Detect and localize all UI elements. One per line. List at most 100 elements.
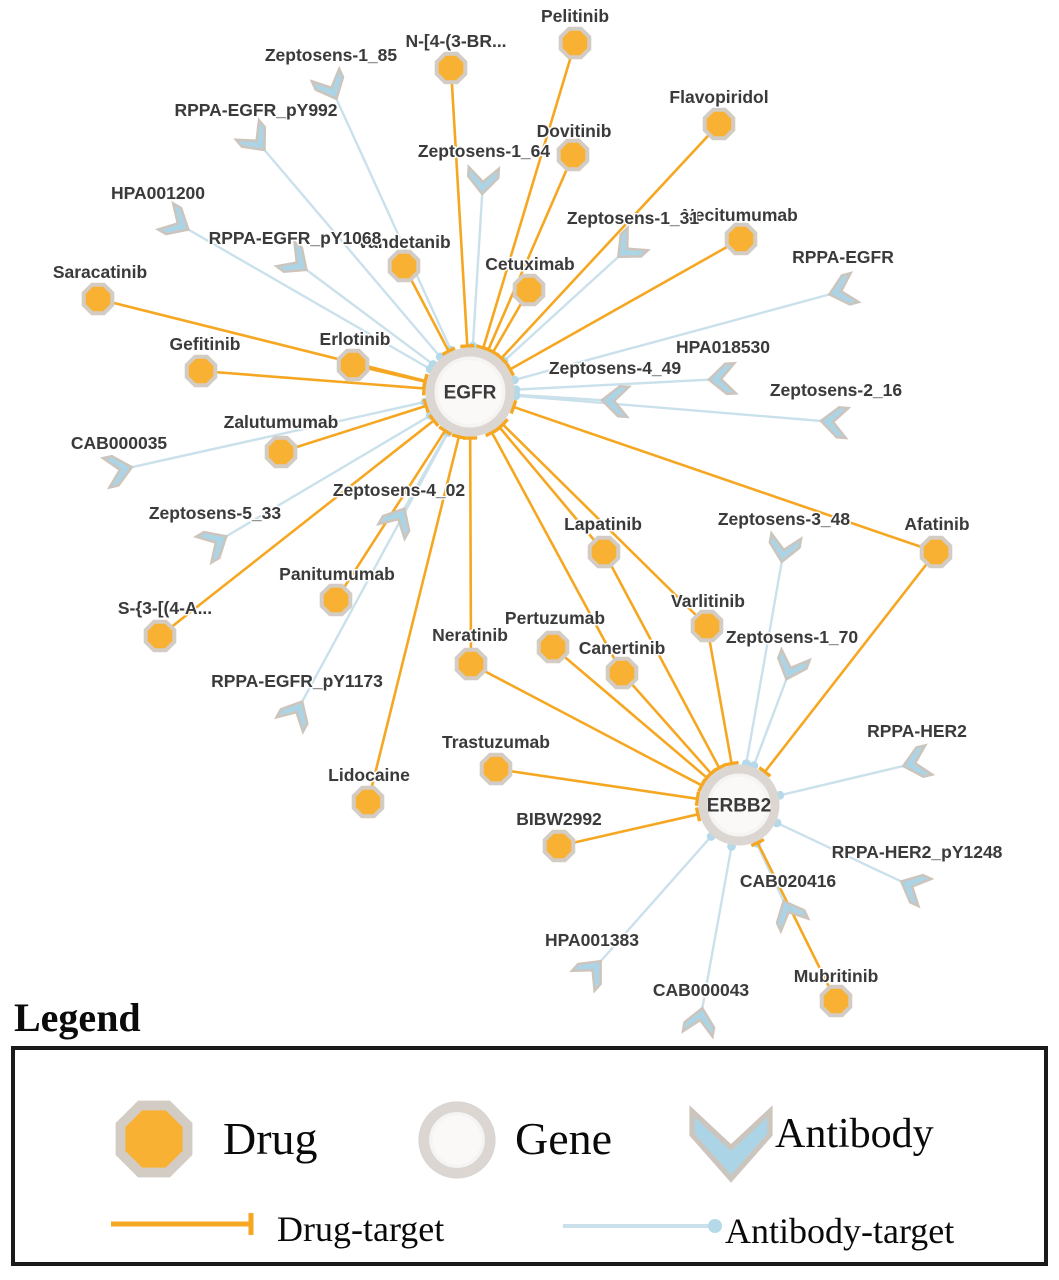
drug-octagon-icon: [336, 348, 370, 382]
drug-node[interactable]: [143, 619, 177, 653]
drug-target-edge: [280, 404, 427, 454]
drug-node[interactable]: [336, 348, 370, 382]
drug-node[interactable]: [605, 656, 639, 690]
antibody-chevron-icon: [768, 530, 803, 564]
antibody-target-edge: [514, 289, 843, 382]
drug-octagon-icon: [819, 984, 853, 1018]
drug-label: BIBW2992: [516, 809, 602, 829]
antibody-chevron-icon: [155, 200, 190, 236]
drug-node[interactable]: [81, 282, 115, 316]
antibody-target-edge: [745, 548, 786, 764]
antibody-label: CAB000043: [653, 980, 750, 1000]
nodes-layer: EGFR ERBB2: [81, 26, 953, 1040]
drug-node[interactable]: [351, 785, 385, 819]
drug-node[interactable]: [558, 26, 592, 60]
antibody-node[interactable]: [273, 239, 316, 282]
antibody-node[interactable]: [155, 200, 196, 243]
drug-node[interactable]: [702, 107, 736, 141]
antibody-node[interactable]: [900, 743, 936, 780]
drug-octagon-icon: [454, 647, 488, 681]
antibody-chevron-icon: [819, 406, 852, 440]
drug-node[interactable]: [319, 583, 353, 617]
antibody-chevron-icon: [681, 1006, 716, 1040]
drug-node[interactable]: [184, 354, 218, 388]
antibody-node[interactable]: [99, 453, 135, 490]
drug-label: Neratinib: [432, 625, 508, 645]
drug-octagon-icon: [919, 535, 953, 569]
antibody-node[interactable]: [274, 694, 316, 735]
antibody-node[interactable]: [375, 501, 418, 542]
gene-inner-circle: [711, 777, 767, 833]
legend-title: Legend: [14, 995, 141, 1040]
antibody-node[interactable]: [770, 895, 811, 935]
drug-node[interactable]: [690, 609, 724, 643]
drug-octagon-icon: [587, 535, 621, 569]
drug-node[interactable]: [434, 51, 468, 85]
drug-label: Canertinib: [579, 638, 666, 658]
drug-target-edge: [621, 672, 713, 775]
antibody-node[interactable]: [608, 225, 651, 268]
antibody-node[interactable]: [895, 868, 935, 909]
drug-node[interactable]: [264, 435, 298, 469]
drug-node[interactable]: [536, 630, 570, 664]
antibody-node[interactable]: [826, 271, 862, 309]
inhibition-cap: [484, 427, 499, 438]
gene-node-erbb2[interactable]: ERBB2: [698, 764, 780, 846]
antibody-node[interactable]: [466, 164, 501, 196]
drug-node[interactable]: [479, 752, 513, 786]
antibody-node[interactable]: [707, 361, 739, 396]
drug-label: S-{3-[(4-A...: [118, 598, 212, 618]
antibody-node[interactable]: [233, 117, 276, 159]
drug-octagon-icon: [558, 26, 592, 60]
drug-node[interactable]: [512, 273, 546, 307]
drug-label: Panitumumab: [279, 564, 395, 584]
drug-target-edge: [366, 436, 461, 803]
drug-node[interactable]: [587, 535, 621, 569]
antibody-node[interactable]: [309, 65, 350, 105]
antibody-node[interactable]: [681, 1006, 717, 1040]
drug-node[interactable]: [387, 249, 421, 283]
antibody-target-edge: [176, 221, 431, 371]
antibody-target-edge: [515, 394, 835, 424]
drug-target-edge: [482, 42, 577, 349]
drug-node[interactable]: [724, 222, 758, 256]
drug-label: Erlotinib: [320, 329, 391, 349]
antibody-node[interactable]: [772, 646, 812, 685]
antibody-label: Zeptosens-1_64: [418, 141, 551, 161]
antibody-node[interactable]: [819, 406, 852, 440]
drug-node[interactable]: [454, 647, 488, 681]
antibody-node[interactable]: [569, 951, 612, 994]
drug-label: Zalutumumab: [224, 412, 339, 432]
antibody-chevron-icon: [775, 899, 811, 935]
antibody-target-edge: [329, 86, 453, 351]
antibody-target-edge: [752, 666, 793, 767]
drug-node[interactable]: [919, 535, 953, 569]
antibody-label: Zeptosens-4_02: [333, 480, 466, 500]
drug-node[interactable]: [819, 984, 853, 1018]
antibody-chevron-icon: [274, 699, 309, 735]
drug-node[interactable]: [556, 138, 590, 172]
antibody-target-edge-icon: [559, 1212, 725, 1244]
antibody-chevron-icon: [233, 117, 267, 152]
drug-label: Saracatinib: [53, 262, 147, 282]
antibody-label: HPA001383: [545, 930, 639, 950]
drug-label: N-[4-(3-BR...: [405, 31, 506, 51]
inhibition-cap: [694, 791, 701, 807]
antibody-label: Zeptosens-3_48: [718, 509, 851, 529]
drug-node[interactable]: [542, 829, 576, 863]
antibody-target-edge: [776, 821, 914, 889]
drug-label: Vandetanib: [357, 232, 450, 252]
gene-node-egfr[interactable]: EGFR: [425, 347, 515, 437]
antibody-node[interactable]: [600, 384, 632, 419]
antibody-label: Zeptosens-5_33: [149, 503, 282, 523]
antibody-node[interactable]: [767, 530, 803, 565]
legend-antibody-label: Antibody: [775, 1111, 934, 1157]
antibody-target-legend-dot: [708, 1219, 722, 1233]
inhibition-cap: [701, 771, 713, 785]
antibody-target-edge: [503, 247, 629, 362]
drug-target-edge: [756, 842, 838, 1002]
drug-label: Mubritinib: [794, 966, 879, 986]
antibody-node[interactable]: [192, 523, 234, 566]
inhibition-cap: [460, 343, 475, 349]
